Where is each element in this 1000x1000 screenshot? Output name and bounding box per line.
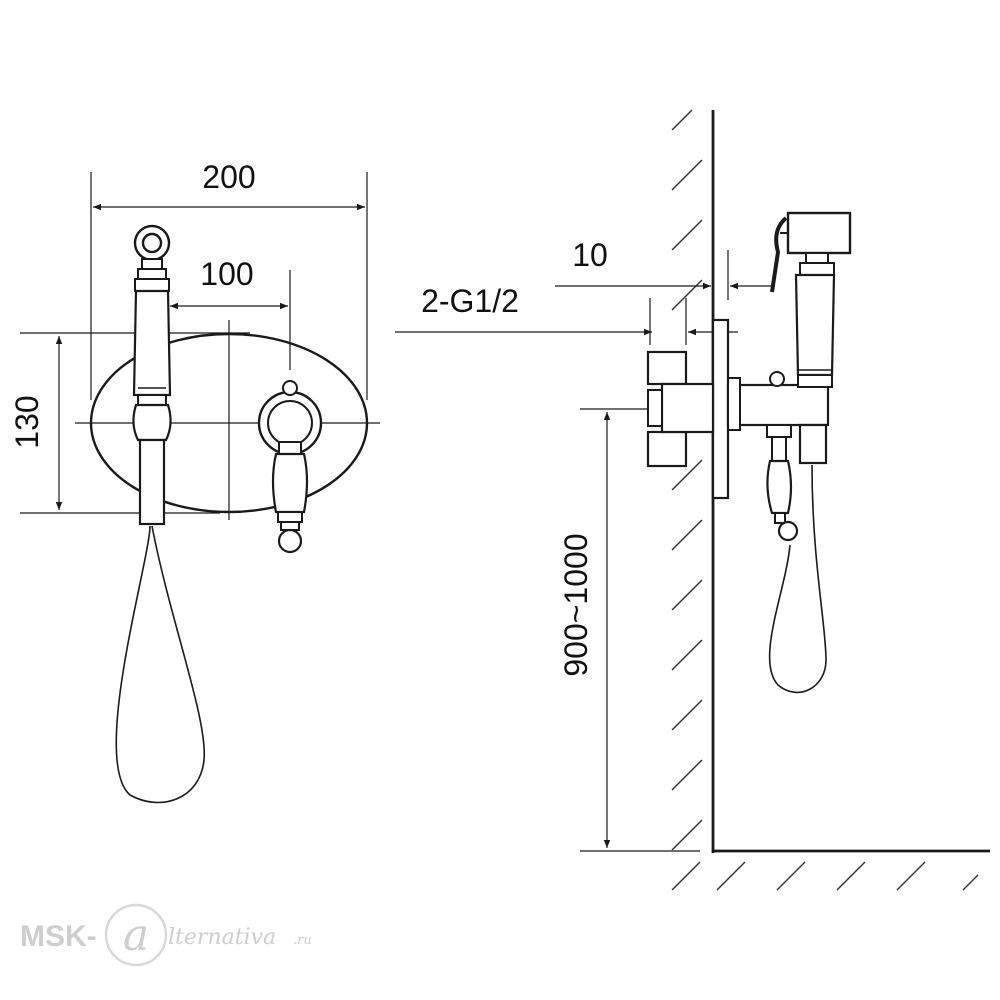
mixer-handle-side (766, 424, 799, 542)
dimension-thread-label: 2-G1/2 (421, 283, 519, 319)
floor-hatching (716, 861, 979, 891)
hand-shower-front (132, 224, 172, 526)
watermark-prefix: MSK- (20, 920, 97, 953)
dimension-height-label: 130 (9, 395, 45, 448)
watermark-at-ring (104, 903, 168, 967)
wall-hatching (671, 109, 703, 891)
watermark-logo: MSK- a lternativa .ru (20, 903, 312, 967)
dimension-width-label: 200 (202, 159, 255, 195)
concealed-body (646, 350, 715, 468)
side-view: 10 2-G1/2 900~1000 (395, 109, 990, 891)
watermark-at-glyph: a (123, 910, 149, 961)
oval-cover-plate (89, 332, 369, 514)
hose-loop-side (768, 464, 827, 694)
dimension-mount-height-label: 900~1000 (558, 533, 594, 676)
hose-loop-front (115, 525, 206, 804)
cover-plate-side (711, 318, 730, 500)
mixer-body-side (726, 371, 830, 465)
watermark-suffix: lternativa (168, 925, 276, 950)
hand-shower-side (770, 211, 852, 388)
dimension-offset-label: 10 (572, 237, 608, 273)
front-view: 200 100 130 (9, 159, 380, 804)
mixer-handle-front (257, 380, 323, 554)
watermark-domain: .ru (293, 933, 312, 948)
dimension-half-width-label: 100 (200, 256, 253, 292)
